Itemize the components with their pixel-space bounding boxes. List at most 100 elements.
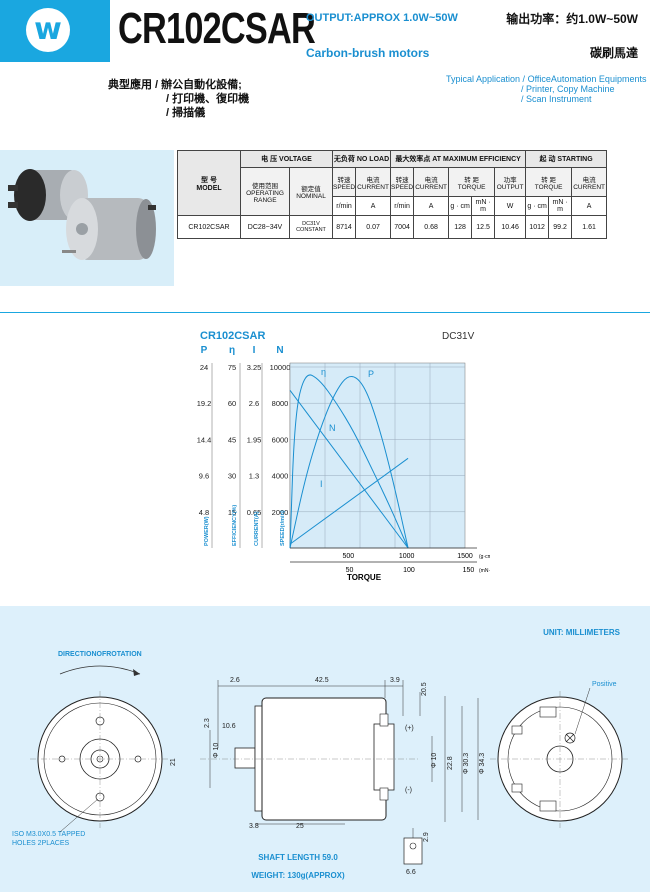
- tapped-holes-line1: ISO M3.0X0.5 TAPPED: [12, 831, 85, 838]
- series-current-line: [289, 457, 409, 545]
- dimension-lines: [209, 680, 479, 856]
- cell-noload-speed: 8714: [331, 215, 357, 239]
- output-range-cn: 输出功率：约1.0W~50W: [506, 12, 638, 26]
- x-tick-label: 1500: [457, 553, 473, 560]
- axis-letter: η: [229, 345, 235, 356]
- rotation-arrowhead: [133, 669, 140, 676]
- cell-eff-torque-mnm: 12.5: [471, 215, 496, 239]
- tick-label: 45: [228, 435, 236, 444]
- tick-label: 8000: [272, 399, 289, 408]
- dim-30-3: Φ 30.3: [463, 753, 470, 774]
- tapped-holes-line2: HOLES 2PLACES: [12, 840, 70, 847]
- motor-back-image: [62, 198, 156, 260]
- dim-2-6: 2.6: [230, 677, 240, 684]
- cell-eff-speed: 7004: [390, 215, 415, 239]
- axis-letter: P: [201, 345, 208, 356]
- axis-title: EFFICIENCY(%): [232, 505, 238, 546]
- terminal-detail: [403, 837, 423, 865]
- series-efficiency-line: [289, 374, 409, 549]
- rear-view: [490, 691, 630, 828]
- dim-6-6: 6.6: [406, 869, 416, 876]
- dim-phi10-left: Φ 10: [213, 743, 220, 758]
- series-speed-line: [289, 389, 409, 549]
- series-label: I: [320, 479, 323, 489]
- series-power-line: [289, 376, 409, 549]
- dim-21: 21: [170, 758, 177, 766]
- unit-cell: r/min: [390, 196, 415, 216]
- application-item: Scan Instrument: [526, 94, 592, 104]
- cell-eff-output: 10.46: [494, 215, 527, 239]
- tick-label: 19.2: [197, 399, 212, 408]
- x-tick-label: 500: [342, 553, 354, 560]
- unit-cell: W: [494, 196, 527, 216]
- noload-group-header: 无负荷 NO LOAD: [331, 150, 392, 168]
- tick-label: 10000: [270, 363, 291, 372]
- maxeff-group-header: 最大效率点 AT MAXIMUM EFFICIENCY: [390, 150, 527, 168]
- dim-10-6: 10.6: [222, 723, 236, 730]
- plot-area: [289, 362, 466, 549]
- unit-cell: g · cm: [448, 196, 473, 216]
- cell-nominal: DC31V CONSTANT: [289, 215, 333, 239]
- applications-label-cn: 典型應用: [108, 79, 152, 91]
- x-tick-label: 100: [403, 567, 415, 574]
- unit-cell: mN · m: [471, 196, 496, 216]
- cell-start-torque-gcm: 1012: [525, 215, 550, 239]
- tick-label: 30: [228, 472, 236, 481]
- dim-3-8: 3.8: [249, 823, 259, 830]
- application-item: 掃描儀: [172, 107, 206, 119]
- rotation-arrow: [59, 665, 141, 675]
- tick-label: 2.6: [249, 399, 259, 408]
- dim-3-9: 3.9: [390, 677, 400, 684]
- dim-22-8: 22.8: [447, 756, 454, 770]
- axis-title: CURRENT(A): [254, 511, 260, 546]
- terminal: [379, 787, 389, 801]
- dim-25: 25: [296, 823, 304, 830]
- cell-model: CR102CSAR: [177, 215, 241, 239]
- tick-label: 0.65: [247, 508, 262, 517]
- shaft-length: SHAFT LENGTH 59.0: [258, 853, 338, 862]
- series-label: η: [321, 367, 326, 377]
- applications-label-en: Typical Application: [446, 74, 521, 84]
- application-item: Printer, Copy Machine: [526, 84, 615, 94]
- axis-title: SPEED(r/min): [280, 510, 286, 546]
- x-tick-label: 1000: [399, 553, 415, 560]
- unit-cell: A: [413, 196, 450, 216]
- rotation-label: DIRECTIONOFROTATION: [58, 651, 142, 658]
- unit-cell: A: [355, 196, 392, 216]
- application-item: OfficeAutomation Equipments: [527, 74, 647, 84]
- terminal-plus: (+): [405, 725, 414, 732]
- tick-label: 2000: [272, 508, 289, 517]
- chart-title: CR102CSAR: [200, 330, 265, 342]
- applications-cn: 典型應用 / 辦公自動化設備; / 打印機、復印機 / 掃描儀: [108, 79, 250, 119]
- application-item: 打印機、復印機: [172, 93, 250, 105]
- dim-phi10: Φ 10: [431, 753, 438, 768]
- motor-type-en: Carbon-brush motors: [306, 46, 430, 60]
- terminal: [379, 713, 389, 727]
- tick-label: 9.6: [199, 472, 209, 481]
- dim-20-5: 20.5: [421, 682, 428, 696]
- tick-label: 3.25: [247, 363, 262, 372]
- applications-en: Typical Application / OfficeAutomation E…: [446, 74, 647, 104]
- cell-start-current: 1.61: [571, 215, 608, 239]
- unit-cell: g · cm: [525, 196, 550, 216]
- series-label: P: [368, 369, 374, 379]
- dim-42-5: 42.5: [315, 677, 329, 684]
- x-tick-label: 150: [463, 567, 475, 574]
- tick-label: 60: [228, 399, 236, 408]
- unit-label: UNIT: MILLIMETERS: [543, 628, 621, 637]
- leader-line: [574, 687, 591, 735]
- unit-cell: mN · m: [548, 196, 573, 216]
- motor-type-cn: 碳刷馬達: [589, 46, 638, 60]
- motor-photo: [0, 150, 174, 286]
- dim-2-3: 2.3: [204, 718, 211, 728]
- tick-label: 6000: [272, 435, 289, 444]
- cell-eff-current: 0.68: [413, 215, 450, 239]
